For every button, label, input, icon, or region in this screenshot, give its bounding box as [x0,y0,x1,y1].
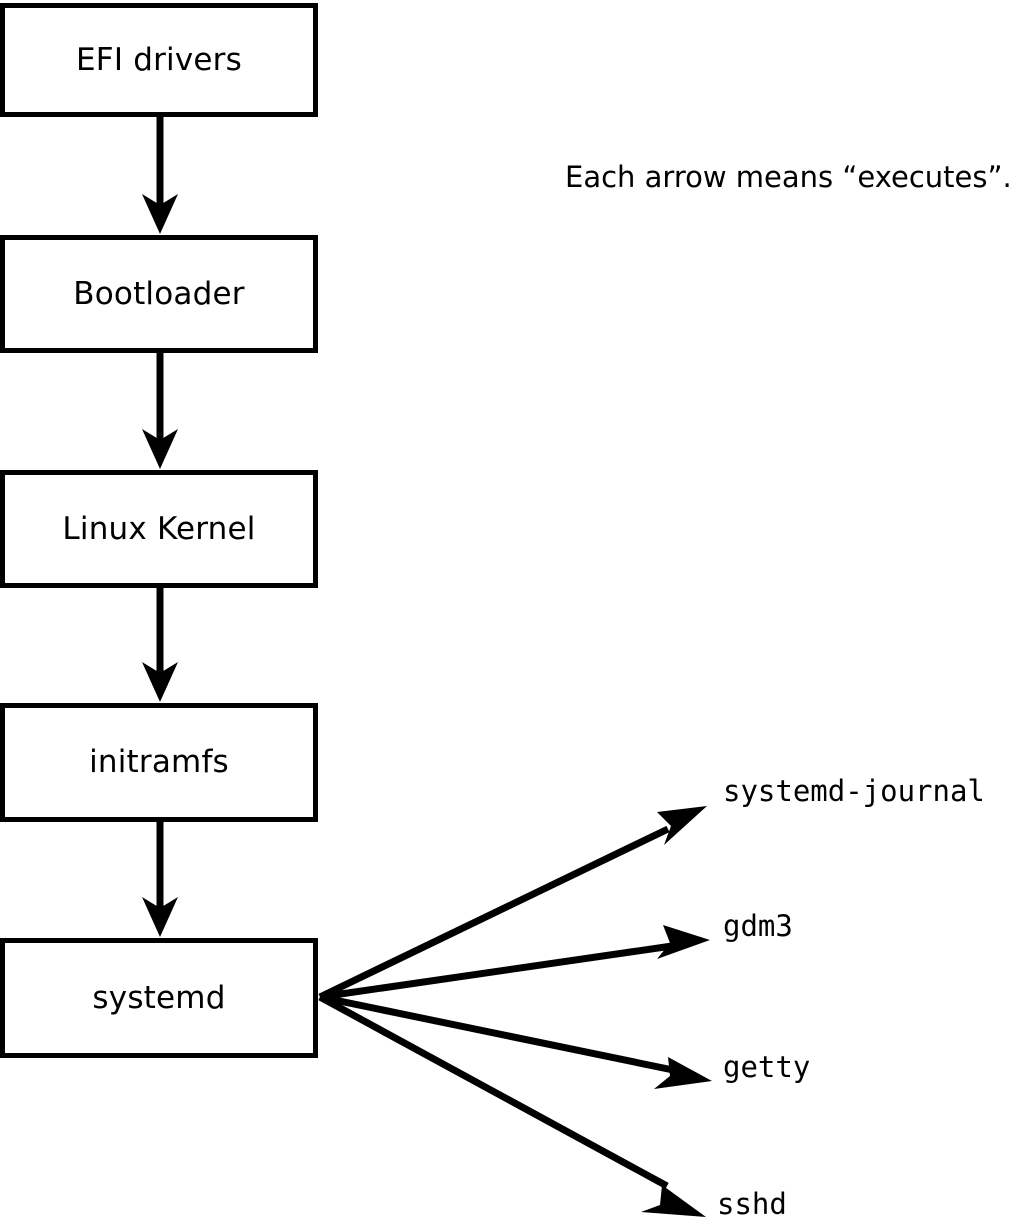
stage-label-systemd: systemd [92,979,226,1016]
stage-box-initramfs[interactable]: initramfs [0,703,318,822]
service-label-sshd: sshd [717,1187,787,1221]
chain-arrow-bootloader-to-kernel [142,353,178,469]
stage-label-efi-drivers: EFI drivers [76,41,242,78]
stage-label-linux-kernel: Linux Kernel [62,510,256,547]
service-label-getty: getty [723,1050,811,1084]
stage-label-initramfs: initramfs [89,744,229,780]
fanout-arrow-sshd [318,993,706,1217]
legend-note: Each arrow means “executes”. [565,160,1012,194]
stage-box-efi-drivers[interactable]: EFI drivers [0,3,318,117]
chain-arrow-initramfs-to-systemd [142,822,178,937]
service-label-gdm3: gdm3 [723,909,793,943]
fanout-arrow-gdm3 [319,925,710,1001]
fanout-arrow-systemd-journal [318,806,707,1001]
chain-arrow-kernel-to-initramfs [142,588,178,702]
stage-label-bootloader: Bootloader [73,275,245,312]
chain-arrow-efi-to-bootloader [142,117,178,234]
fanout-arrow-getty [319,993,712,1089]
stage-box-linux-kernel[interactable]: Linux Kernel [0,470,318,588]
service-label-systemd-journal: systemd-journal [723,774,985,808]
stage-box-bootloader[interactable]: Bootloader [0,235,318,353]
stage-box-systemd[interactable]: systemd [0,938,318,1058]
